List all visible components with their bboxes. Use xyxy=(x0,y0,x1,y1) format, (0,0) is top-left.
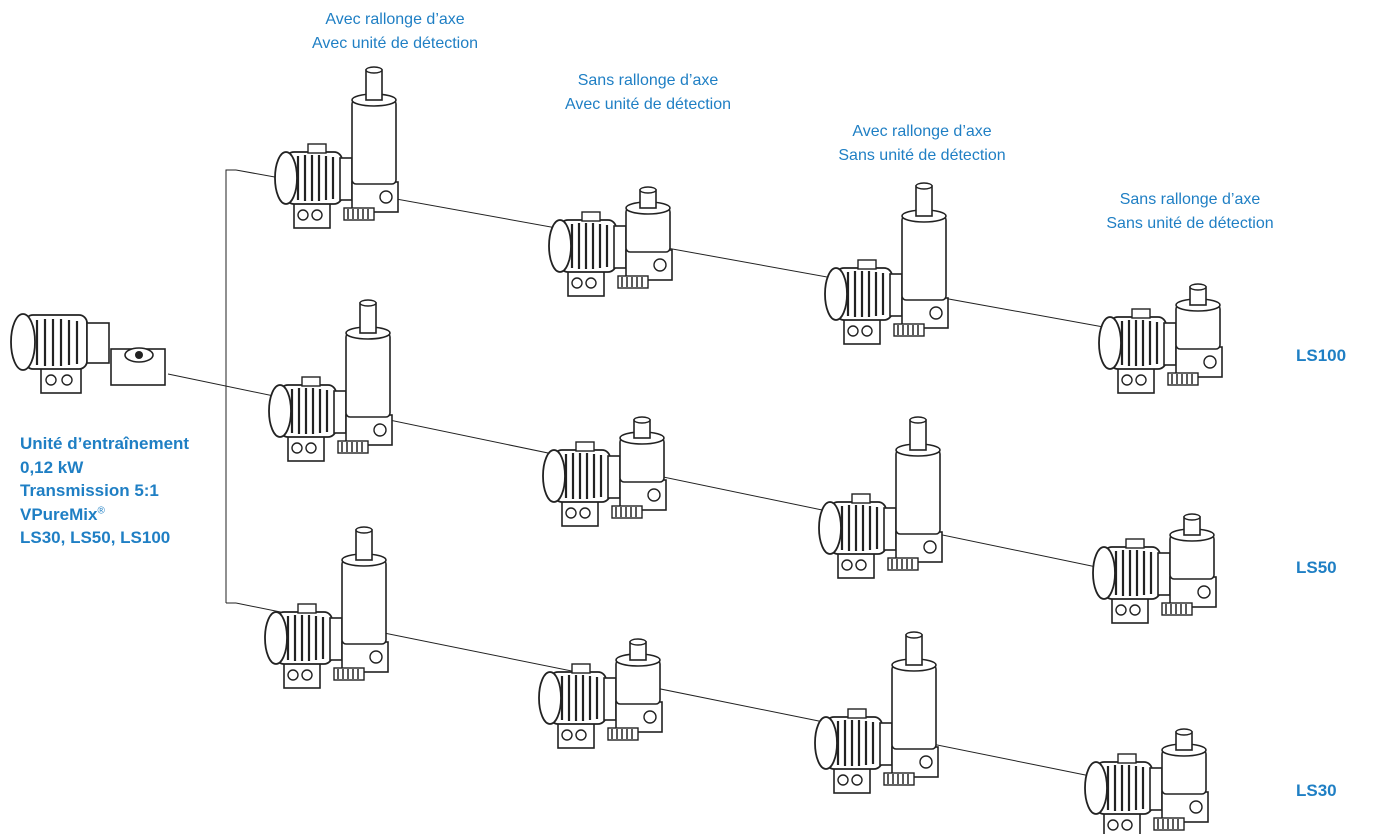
column-label-4-line2: Sans unité de détection xyxy=(1106,215,1274,232)
drive-unit-line5: LS30, LS50, LS100 xyxy=(20,528,171,547)
column-label-2: Sans rallonge d’axe Avec unité de détect… xyxy=(498,69,798,117)
motor-grid xyxy=(263,142,1224,834)
housing-ls30-col1-icon xyxy=(341,526,387,645)
housing-ls50-col3-icon xyxy=(895,416,941,535)
column-label-1-line1: Avec rallonge d’axe xyxy=(325,11,465,28)
housing-ls100-col1-icon xyxy=(351,66,397,185)
housing-ls50-col1-icon xyxy=(345,299,391,418)
drive-unit-label: Unité d’entraînement 0,12 kW Transmissio… xyxy=(20,432,260,550)
row-label-ls50: LS50 xyxy=(1296,558,1337,577)
housing-ls100-col4-icon xyxy=(1175,283,1221,350)
drive-unit-line1: Unité d’entraînement xyxy=(20,434,190,453)
housing-ls30-col3-icon xyxy=(891,631,937,750)
housing-ls100-col2-icon xyxy=(625,186,671,253)
housings xyxy=(341,66,1221,795)
housing-ls100-col3-icon xyxy=(901,182,947,301)
drive-unit-line3: Transmission 5:1 xyxy=(20,481,159,500)
housing-ls50-col4-icon xyxy=(1169,513,1215,580)
column-label-3-line1: Avec rallonge d’axe xyxy=(852,123,992,140)
column-label-1-line2: Avec unité de détection xyxy=(311,35,479,52)
drive-unit-line4: VPureMix xyxy=(20,504,98,524)
column-label-4-line1: Sans rallonge d’axe xyxy=(1119,191,1261,208)
column-label-1: Avec rallonge d’axe Avec unité de détect… xyxy=(245,8,545,56)
housing-ls50-col2-icon xyxy=(619,416,665,483)
drive-unit-icon xyxy=(10,313,166,394)
row-label-ls100: LS100 xyxy=(1296,346,1347,365)
column-label-4: Sans rallonge d’axe Sans unité de détect… xyxy=(1040,188,1340,236)
drive-unit-line4-wrap: VPureMix® xyxy=(20,503,260,527)
housing-ls30-col2-icon xyxy=(615,638,661,705)
column-label-3-line2: Sans unité de détection xyxy=(838,147,1006,164)
column-label-3: Avec rallonge d’axe Sans unité de détect… xyxy=(772,120,1072,168)
column-label-2-line2: Avec unité de détection xyxy=(564,96,732,113)
housing-ls30-col4-icon xyxy=(1161,728,1207,795)
drive-unit-line2: 0,12 kW xyxy=(20,457,84,477)
row-label-ls30: LS30 xyxy=(1296,781,1337,800)
registered-mark: ® xyxy=(97,504,105,516)
column-label-2-line1: Sans rallonge d’axe xyxy=(577,72,719,89)
